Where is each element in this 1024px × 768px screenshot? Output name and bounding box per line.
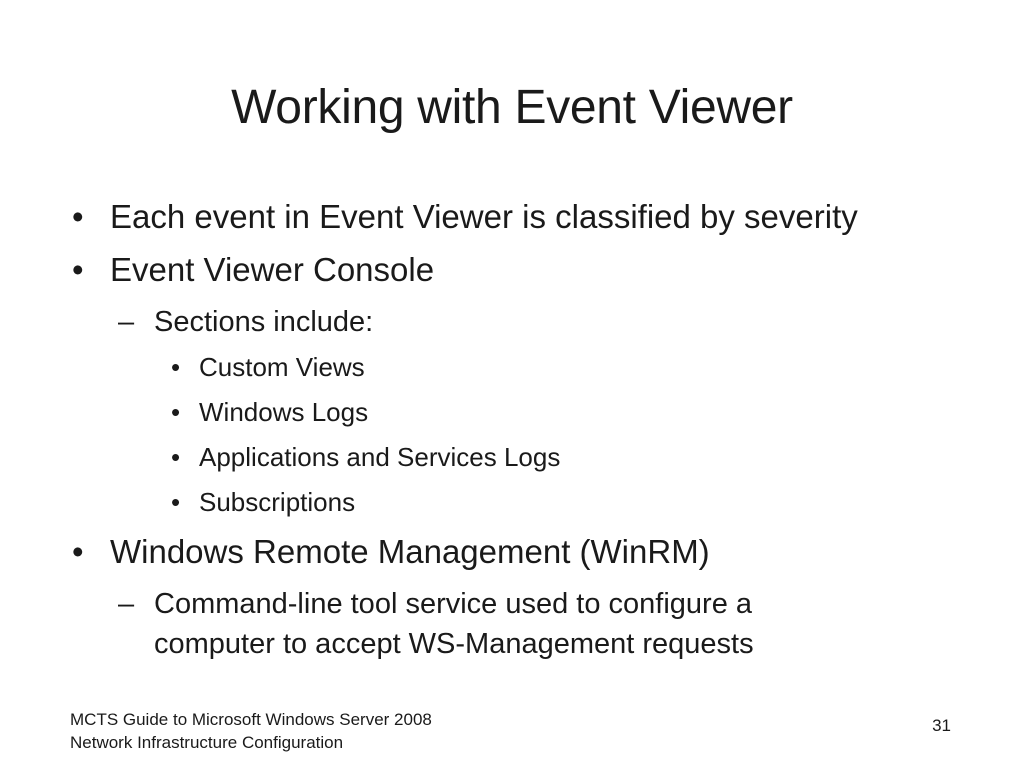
subsubbullet-text: Windows Logs xyxy=(199,397,369,427)
footer-line-2: Network Infrastructure Configuration xyxy=(70,733,344,752)
subsubbullet-text: Applications and Services Logs xyxy=(199,442,561,472)
subbullet-text: Command-line tool service used to config… xyxy=(154,588,753,620)
dash-marker: – xyxy=(118,588,135,620)
bullet-text: Each event in Event Viewer is classified… xyxy=(110,198,858,235)
bullet-marker: • xyxy=(72,533,84,570)
subsubbullet-text: Custom Views xyxy=(199,352,365,382)
subbullet-text: Sections include: xyxy=(154,306,374,338)
dash-marker: – xyxy=(118,306,135,338)
bullet-marker: • xyxy=(72,198,84,235)
bullet-marker: • xyxy=(171,352,181,382)
footer-course-title: MCTS Guide to Microsoft Windows Server 2… xyxy=(70,708,432,754)
subbullet-text-continuation: computer to accept WS-Management request… xyxy=(154,628,754,660)
bullet-marker: • xyxy=(171,397,181,427)
bullet-text: Windows Remote Management (WinRM) xyxy=(110,533,710,570)
bullet-marker: • xyxy=(171,487,181,517)
bullet-text: Event Viewer Console xyxy=(110,251,435,288)
slide-title: Working with Event Viewer xyxy=(231,81,793,134)
page-number: 31 xyxy=(932,716,951,735)
subsubbullet-text: Subscriptions xyxy=(199,487,356,517)
footer-line-1: MCTS Guide to Microsoft Windows Server 2… xyxy=(70,710,432,729)
bullet-marker: • xyxy=(72,251,84,288)
bullet-marker: • xyxy=(171,442,181,472)
